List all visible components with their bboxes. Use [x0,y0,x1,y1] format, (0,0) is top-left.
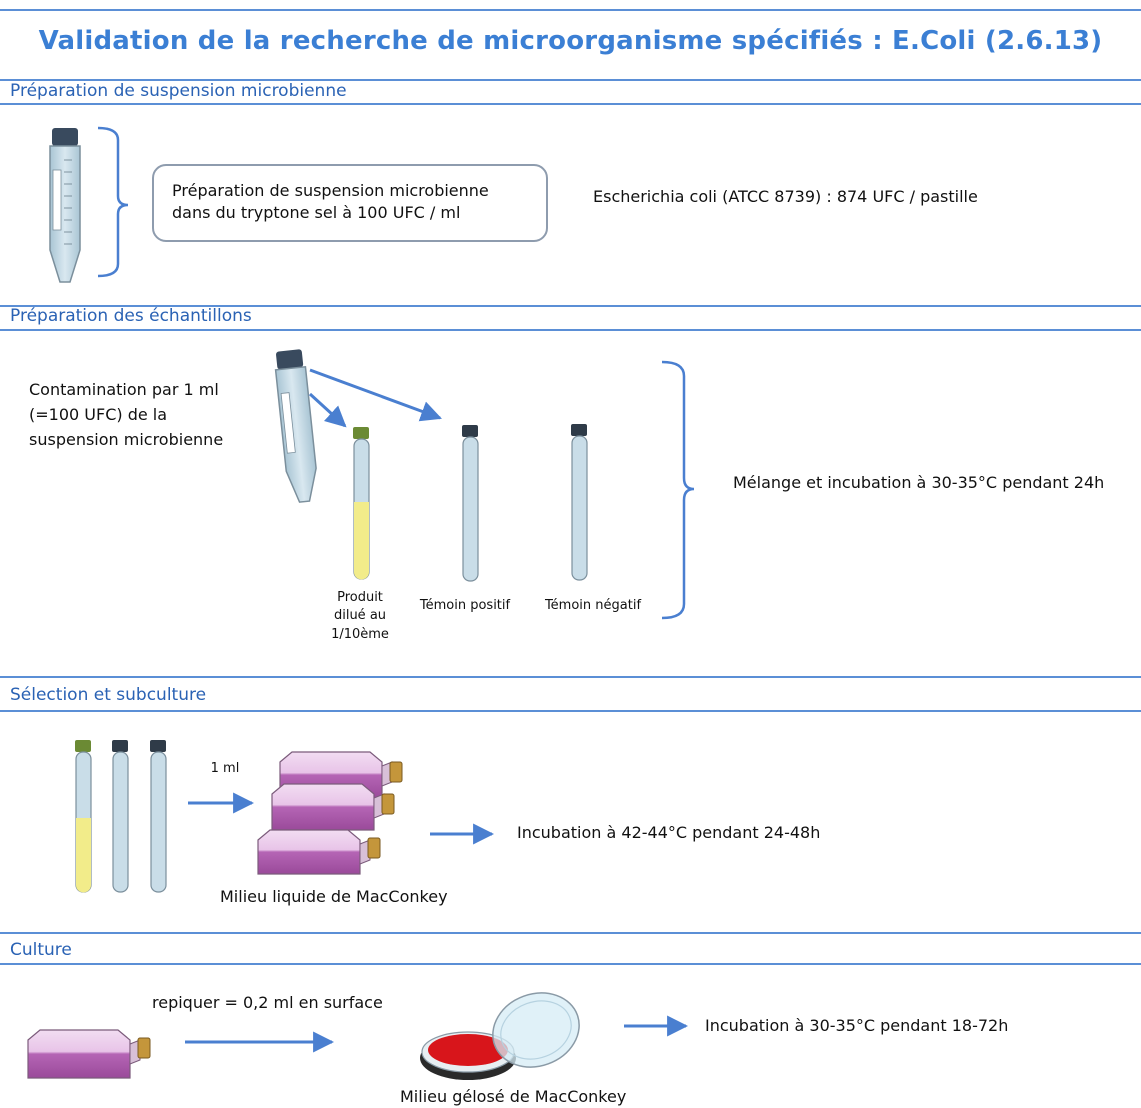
contamination-line2: (=100 UFC) de la [29,405,168,424]
suspension-prep-line1: Préparation de suspension microbienne [172,181,489,200]
suspension-prep-line2: dans du tryptone sel à 100 UFC / ml [172,203,461,222]
top-rule [0,9,1141,11]
falcon-tube-icon [49,128,81,283]
bracket-icon [97,126,129,278]
petri-dish-icon [420,992,580,1080]
volume-label: 1 ml [210,761,240,776]
negative-control-label: Témoin négatif [544,598,642,613]
falcon-tube-tilted-icon [274,349,317,503]
positive-control-tube-icon [462,425,479,582]
product-tube-icon [353,427,370,580]
product-label-3: 1/10ème [331,627,389,642]
section-title-suspension: Préparation de suspension microbienne [10,81,347,101]
mix-incubation-text: Mélange et incubation à 30-35°C pendant … [733,473,1105,492]
subculture-tube-positive-icon [112,740,129,893]
subculture-tube-negative-icon [150,740,167,893]
positive-control-label: Témoin positif [419,598,511,613]
liquid-medium-label: Milieu liquide de MacConkey [220,887,448,906]
section-rule-2 [0,305,1141,307]
section-rule-1 [0,79,1141,81]
section-title-selection: Sélection et subculture [10,685,207,705]
section-rule-3 [0,676,1141,678]
subculture-incubation-text: Incubation à 42-44°C pendant 24-48h [517,823,821,842]
section-title-culture: Culture [10,940,72,960]
culture-incubation-text: Incubation à 30-35°C pendant 18-72h [705,1016,1009,1035]
subculture-tube-yellow-icon [75,740,92,893]
section-rule-4 [0,932,1141,934]
strain-note: Escherichia coli (ATCC 8739) : 874 UFC /… [593,187,978,206]
section-rule-1b [0,103,1141,105]
section-rule-2b [0,329,1141,331]
product-label-2: dilué au [333,608,387,623]
page-title: Validation de la recherche de microorgan… [38,26,1103,56]
section-rule-4b [0,963,1141,965]
negative-control-tube-icon [571,424,588,581]
bracket-samples-icon [661,360,695,620]
section-title-samples: Préparation des échantillons [10,306,252,326]
arrow-to-positive [309,368,442,422]
contamination-line1: Contamination par 1 ml [29,380,219,399]
suspension-prep-box [152,164,548,242]
arrow-to-product [308,392,347,428]
section-rule-3b [0,710,1141,712]
flask-stack-icon [257,751,403,875]
product-label-1: Produit [337,590,383,605]
contamination-line3: suspension microbienne [29,430,224,449]
agar-medium-label: Milieu gélosé de MacConkey [400,1087,627,1106]
culture-flask-icon [27,1029,151,1079]
transfer-text: repiquer = 0,2 ml en surface [152,993,383,1012]
